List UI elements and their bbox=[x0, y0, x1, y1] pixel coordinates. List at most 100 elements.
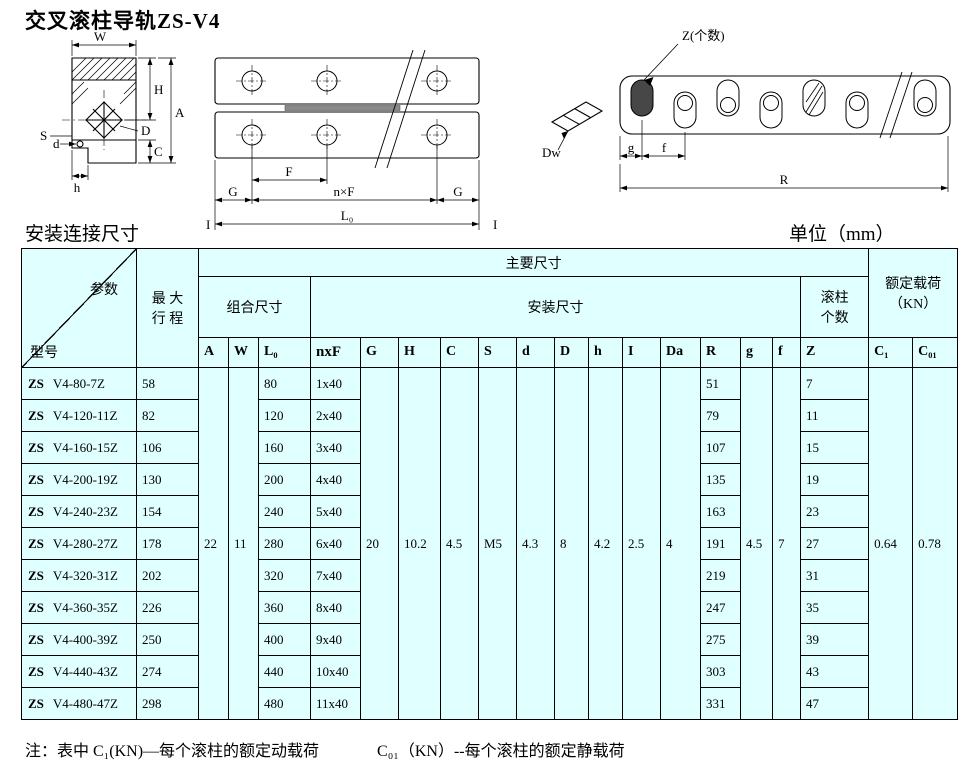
dim-label-d-small: d bbox=[53, 136, 60, 151]
model-suffix: V4-360-35Z bbox=[52, 599, 118, 615]
model-suffix: V4-240-23Z bbox=[52, 503, 118, 519]
cell-r: 135 bbox=[700, 463, 741, 496]
plan-view-drawing: F G n×F G L₀ I I bbox=[206, 50, 497, 232]
header-rated-load: 额定载荷 （KN） bbox=[868, 248, 959, 338]
cell-r: 79 bbox=[700, 399, 741, 432]
cell-r: 303 bbox=[700, 655, 741, 688]
header-combo-dims: 组合尺寸 bbox=[198, 276, 311, 338]
dim-label-d-big: D bbox=[141, 123, 150, 138]
corner-model-label: 型号 bbox=[30, 346, 58, 361]
cell-z: 11 bbox=[799, 399, 870, 432]
cell-r: 107 bbox=[700, 431, 741, 464]
cell-shared-c: 4.5 bbox=[440, 367, 479, 720]
dim-label-z-count: Z(个数) bbox=[682, 28, 725, 43]
col-header-c1: C₁ bbox=[868, 336, 914, 369]
cell-r: 51 bbox=[700, 367, 741, 400]
dim-label-w: W bbox=[94, 29, 107, 44]
section-label-install-dims: 安装连接尺寸 bbox=[25, 224, 140, 245]
model-prefix: ZS bbox=[28, 599, 44, 615]
footnote-part1: 注：表中 C₁(KN)—每个滚柱的额定动载荷 bbox=[25, 743, 320, 760]
cell-nxf: 4x40 bbox=[310, 463, 361, 496]
dim-label-c: C bbox=[154, 144, 163, 159]
col-header-d-small: d bbox=[516, 336, 555, 369]
unit-label: 单位（mm） bbox=[789, 224, 895, 245]
model-prefix: ZS bbox=[28, 695, 44, 711]
header-roller-count: 滚柱 个数 bbox=[799, 276, 870, 338]
col-header-h-height: H bbox=[398, 336, 441, 369]
model-prefix: ZS bbox=[28, 503, 44, 519]
cell-model: ZS V4-240-23Z bbox=[21, 495, 137, 528]
cell-shared-c01: 0.78 bbox=[912, 367, 959, 720]
dim-label-h-step: h bbox=[74, 180, 81, 195]
dim-label-a: A bbox=[175, 105, 185, 120]
dim-label-nxf: n×F bbox=[333, 184, 354, 199]
cell-shared-f: 7 bbox=[772, 367, 801, 720]
cell-stroke: 178 bbox=[136, 527, 199, 560]
cell-z: 7 bbox=[799, 367, 870, 400]
cell-shared-d-big: 8 bbox=[554, 367, 589, 720]
col-header-g-gap: g bbox=[740, 336, 773, 369]
cell-stroke: 130 bbox=[136, 463, 199, 496]
cell-shared-d-small: 4.3 bbox=[516, 367, 555, 720]
cell-z: 43 bbox=[799, 655, 870, 688]
cell-nxf: 8x40 bbox=[310, 591, 361, 624]
col-header-a: A bbox=[198, 336, 229, 369]
dim-label-s: S bbox=[40, 128, 47, 143]
cell-r: 331 bbox=[700, 687, 741, 720]
cell-r: 247 bbox=[700, 591, 741, 624]
dim-label-h-height: H bbox=[154, 82, 163, 97]
col-header-d-big: D bbox=[554, 336, 589, 369]
model-prefix: ZS bbox=[28, 631, 44, 647]
col-header-z: Z bbox=[799, 336, 870, 369]
col-header-g: G bbox=[360, 336, 399, 369]
cell-stroke: 154 bbox=[136, 495, 199, 528]
header-max-stroke-line2: 行 程 bbox=[151, 312, 184, 327]
cell-model: ZS V4-320-31Z bbox=[21, 559, 137, 592]
cell-nxf: 1x40 bbox=[310, 367, 361, 400]
model-prefix: ZS bbox=[28, 567, 44, 583]
cell-l0: 280 bbox=[258, 527, 311, 560]
cell-shared-h-step: 4.2 bbox=[588, 367, 623, 720]
model-suffix: V4-160-15Z bbox=[52, 439, 118, 455]
model-suffix: V4-400-39Z bbox=[52, 631, 118, 647]
dim-label-r: R bbox=[780, 172, 789, 187]
cell-z: 47 bbox=[799, 687, 870, 720]
col-header-c01: C₀₁ bbox=[912, 336, 959, 369]
model-suffix: V4-320-31Z bbox=[52, 567, 118, 583]
section-mark-i-right: I bbox=[493, 217, 497, 232]
cell-nxf: 5x40 bbox=[310, 495, 361, 528]
cell-shared-w: 11 bbox=[228, 367, 259, 720]
header-rated-load-line1: 额定载荷 bbox=[885, 276, 942, 292]
cell-l0: 440 bbox=[258, 655, 311, 688]
cell-l0: 160 bbox=[258, 431, 311, 464]
cell-z: 23 bbox=[799, 495, 870, 528]
cell-r: 191 bbox=[700, 527, 741, 560]
cell-nxf: 7x40 bbox=[310, 559, 361, 592]
col-header-l0: L₀ bbox=[258, 336, 311, 369]
col-header-f: f bbox=[772, 336, 801, 369]
cell-r: 275 bbox=[700, 623, 741, 656]
model-suffix: V4-80-7Z bbox=[52, 375, 105, 391]
header-main-dims: 主要尺寸 bbox=[197, 247, 870, 278]
cell-nxf: 2x40 bbox=[310, 399, 361, 432]
model-prefix: ZS bbox=[28, 375, 44, 391]
dim-label-g-left: G bbox=[228, 184, 237, 199]
cell-l0: 480 bbox=[258, 687, 311, 720]
cell-stroke: 106 bbox=[136, 431, 199, 464]
model-prefix: ZS bbox=[28, 535, 44, 551]
col-header-w: W bbox=[228, 336, 259, 369]
cell-r: 163 bbox=[700, 495, 741, 528]
header-max-stroke: 最 大 行 程 bbox=[136, 248, 199, 368]
cell-shared-c1: 0.64 bbox=[868, 367, 914, 720]
cell-nxf: 9x40 bbox=[310, 623, 361, 656]
header-roller-count-line2: 个数 bbox=[820, 310, 849, 326]
